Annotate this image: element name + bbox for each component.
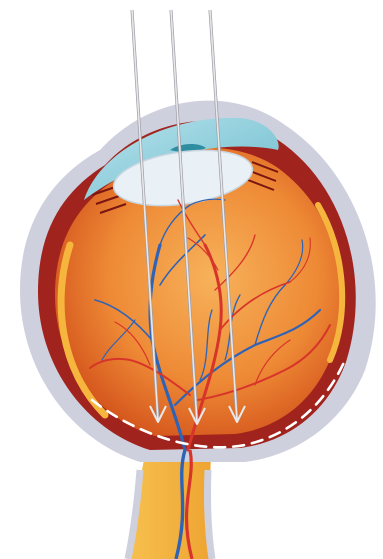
eye-diagram — [0, 0, 383, 559]
eye-diagram-stage — [0, 0, 383, 559]
